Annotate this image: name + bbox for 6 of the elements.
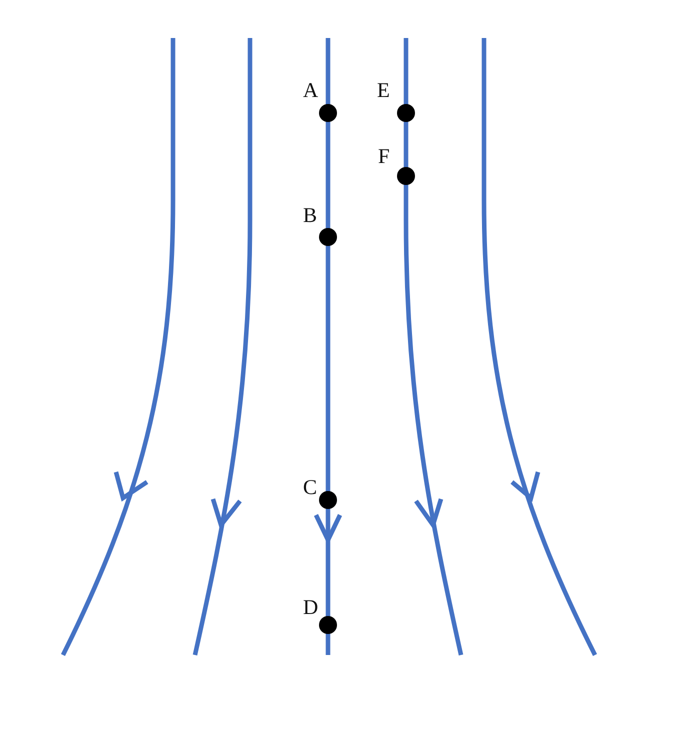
point-label: B	[303, 205, 318, 226]
point-label: A	[303, 80, 318, 101]
point-label: C	[303, 477, 318, 498]
point-label: D	[303, 597, 318, 618]
point-label: E	[377, 80, 390, 101]
point-label: F	[378, 146, 390, 167]
